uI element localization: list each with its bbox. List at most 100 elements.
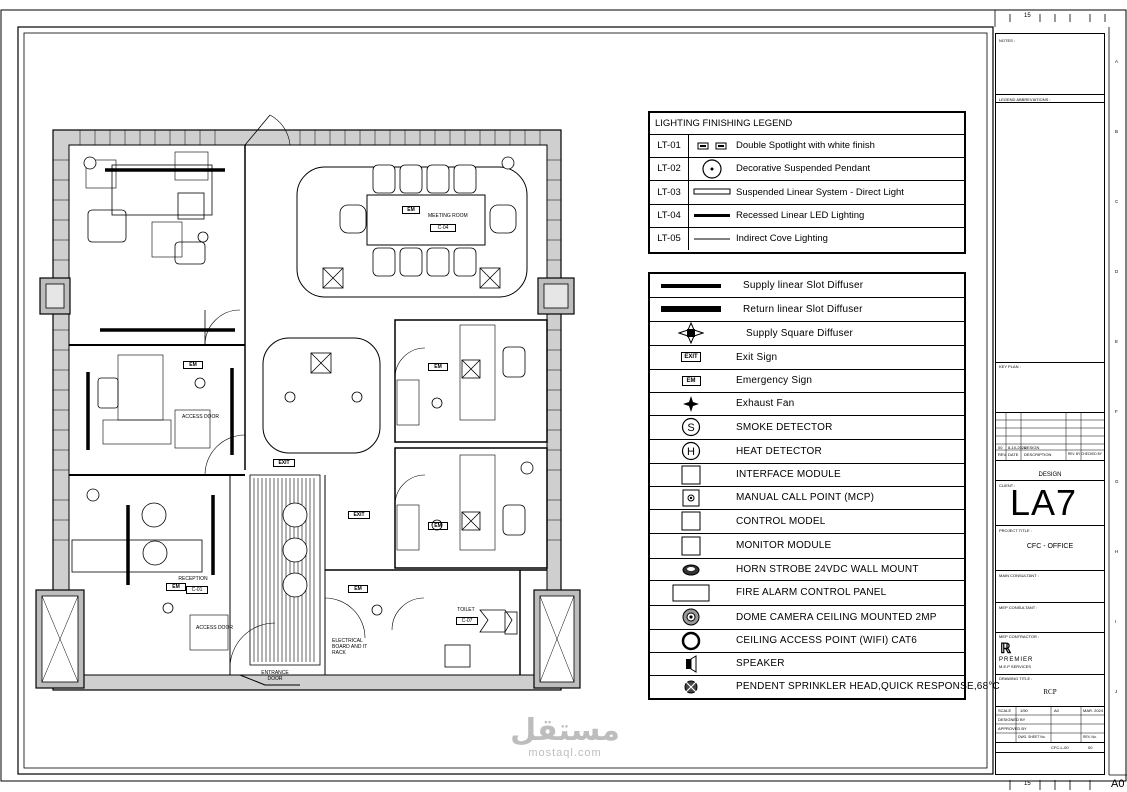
watermark-latin: mostaql.com [528, 747, 602, 759]
sheet-frame [0, 9, 1127, 782]
em-glyph: EM [681, 375, 701, 386]
legend-label: Supply Square Diffuser [746, 327, 854, 339]
sheet-size-corner: A0 [1111, 778, 1125, 790]
legend-abbr-label: LEGEND ABBREVIATIONS : [999, 97, 1051, 102]
heat-detector-icon: H [650, 439, 732, 463]
rev-description: DESIGN [1024, 445, 1040, 450]
grid-mark-right: E [1115, 339, 1119, 344]
meeting-room-label: MEETING ROOM [428, 213, 468, 219]
return-slot-icon [650, 297, 732, 321]
right-grid-marks: A B C D E F G H I J [1112, 55, 1126, 735]
revision-number: 00 [1088, 745, 1093, 750]
grid-mark-right: C [1115, 199, 1119, 204]
rev-date: 8-10-2024 [1008, 445, 1027, 450]
access-door-label-2: ACCESS DOOR [196, 625, 233, 631]
legend-label: FIRE ALARM CONTROL PANEL [736, 587, 887, 598]
drawing-number: CFC-L-00 [1051, 745, 1069, 750]
svg-text:S: S [687, 422, 694, 434]
plan-em-sign: EM [402, 206, 420, 214]
symbol-legend-row: SPEAKER [650, 652, 964, 676]
symbol-legend-row: HORN STROBE 24VDC WALL MOUNT [650, 558, 964, 581]
suspended-linear-icon [692, 180, 732, 204]
stage-section: DESIGN [996, 460, 1104, 481]
approved-by-label: APPROVED BY [998, 726, 1027, 731]
plan-em-sign-3: EM [428, 363, 448, 371]
rev-number: 00 [998, 445, 1003, 450]
plan-exit-sign-1: EXIT [273, 459, 295, 467]
rev-by-col-label: REV. BY CHECKED BY [1068, 452, 1102, 456]
dwg-no-label: DWG. SHEET No. [1018, 735, 1046, 739]
legend-label: Return linear Slot Diffuser [743, 303, 863, 315]
plan-em-sign-4: EM [428, 522, 448, 530]
entrance-door-label: ENTRANCE DOOR [261, 670, 289, 682]
exit-glyph: EXIT [681, 352, 701, 362]
contractor-logo-icon: ℝ [1000, 640, 1012, 656]
scale-label: SCALE [998, 708, 1012, 713]
exhaust-fan-icon [650, 392, 732, 415]
symbol-legend-row: DOME CAMERA CEILING MOUNTED 2MP [650, 605, 964, 630]
mep-contractor-section: MEP CONTRACTOR : ℝ PREMIER M.E.P SERVICE… [996, 632, 1104, 675]
horn-strobe-icon [650, 558, 732, 580]
lighting-legend-row: LT-01 Double Spotlight with white finish [650, 134, 964, 158]
grid-mark-right: G [1115, 479, 1119, 484]
symbol-legend-row: MANUAL CALL POINT (MCP) [650, 486, 964, 510]
svg-text:H: H [687, 446, 695, 458]
legend-label: Exit Sign [736, 351, 778, 363]
mep-consultant-section: MEP CONSULTANT : [996, 602, 1104, 633]
emergency-sign-icon: EM [650, 369, 732, 392]
plan-exit-sign-2: EXIT [348, 511, 370, 519]
drawing-number-section: CFC-L-00 00 [996, 742, 1104, 753]
smoke-detector-icon: S [650, 415, 732, 439]
legend-label: Double Spotlight with white finish [736, 140, 875, 151]
lighting-legend: LIGHTING FINISHING LEGEND LT-01 Double S… [648, 111, 966, 254]
grid-mark-bottom: 15 [1024, 781, 1031, 787]
grid-mark-right: D [1115, 269, 1119, 274]
fire-alarm-panel-icon [650, 580, 732, 605]
title-block: NOTES : LEGEND ABBREVIATIONS : KEY PLAN … [995, 33, 1105, 775]
legend-label: Decorative Suspended Pendant [736, 163, 871, 174]
legend-label: SPEAKER [736, 658, 785, 669]
symbol-legend-row: Supply Square Diffuser [650, 321, 964, 346]
legend-label: Indirect Cove Lighting [736, 233, 828, 244]
lighting-legend-header: LIGHTING FINISHING LEGEND [650, 113, 964, 135]
drawing-frame-outer [17, 26, 994, 775]
legend-label: CONTROL MODEL [736, 515, 826, 527]
lighting-legend-row: LT-02 Decorative Suspended Pendant [650, 157, 964, 181]
client-logo: LA7 [1010, 482, 1078, 523]
recessed-linear-icon [692, 204, 732, 227]
manual-call-point-icon [650, 486, 732, 509]
drawing-info-section: SCALE 1/50 A0 MAR. 2024 DESIGNED BY APPR… [996, 706, 1104, 743]
exit-sign-icon: EXIT [650, 345, 732, 369]
grid-mark-right: B [1115, 129, 1119, 134]
sheet-size-value: A0 [1054, 708, 1059, 713]
legend-label: Suspended Linear System - Direct Light [736, 186, 904, 198]
legend-label: PENDENT SPRINKLER HEAD,QUICK RESPONSE,68… [736, 681, 1000, 692]
lighting-legend-row: LT-03 Suspended Linear System - Direct L… [650, 180, 964, 205]
legend-label: INTERFACE MODULE [736, 469, 841, 480]
legend-label: CEILING ACCESS POINT (WIFI) CAT6 [736, 635, 918, 646]
contractor-name: PREMIER [999, 657, 1034, 663]
legend-code: LT-03 [650, 180, 689, 204]
symbol-legend-row: PENDENT SPRINKLER HEAD,QUICK RESPONSE,68… [650, 675, 1000, 698]
square-diffuser-icon [650, 321, 732, 345]
project-title: CFC - OFFICE [1026, 543, 1074, 550]
drawing-frame-inner [23, 32, 988, 769]
symbol-legend-row: S SMOKE DETECTOR [650, 415, 964, 440]
meeting-room-tag: C-04 [430, 224, 456, 232]
desc-col-label: DESCRIPTION [1024, 452, 1052, 457]
legend-code: LT-04 [650, 204, 689, 227]
client-section: CLIENT : LA7 [996, 480, 1104, 526]
legend-label: MANUAL CALL POINT (MCP) [736, 492, 875, 503]
floor-plan [35, 114, 581, 691]
revision-table: 00 8-10-2024 DESIGN REV. DATE DESCRIPTIO… [996, 412, 1104, 461]
supply-slot-icon [650, 274, 732, 297]
main-consultant-label: MAIN CONSULTANT : [999, 573, 1039, 578]
grid-mark-right: H [1115, 549, 1119, 554]
plan-em-sign-2: EM [183, 361, 203, 369]
symbol-legend-row: INTERFACE MODULE [650, 463, 964, 487]
watermark: مستقل mostaql.com [490, 715, 640, 760]
access-door-label-1: ACCESS DOOR [182, 414, 219, 420]
legend-label: Recessed Linear LED Lighting [736, 210, 865, 221]
symbol-legend-row: H HEAT DETECTOR [650, 439, 964, 464]
grid-mark-right: J [1115, 689, 1118, 694]
